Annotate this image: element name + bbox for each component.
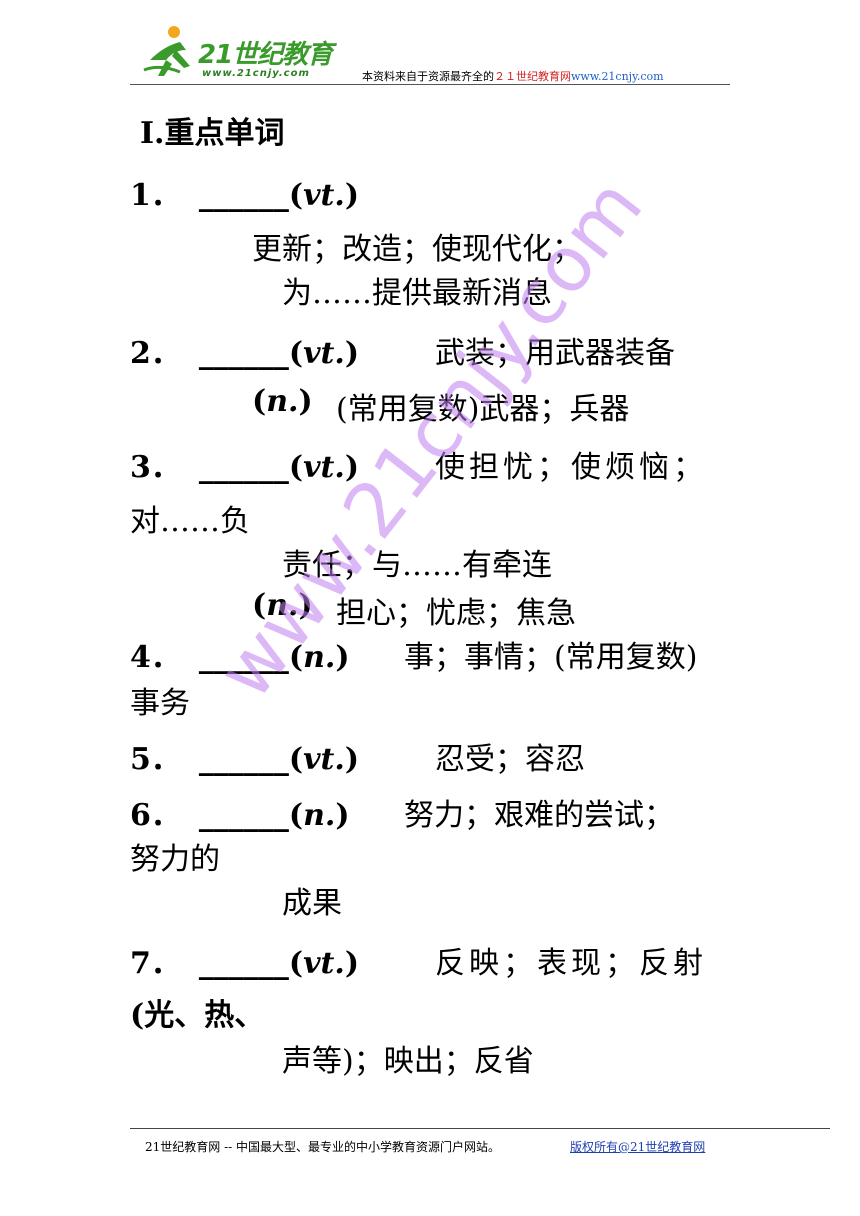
pos-paren: ( (288, 742, 304, 777)
pos-paren: ) (344, 946, 360, 981)
site-logo[interactable]: 21世纪教育 www.21cnjy.com (140, 20, 340, 86)
answer-blank[interactable]: ______ (198, 450, 289, 485)
entry-6-definition: 努力；艰难的尝试； (404, 798, 674, 833)
pos-paren: ) (335, 640, 350, 675)
entry-3-definition: 使担忧；使烦恼； (435, 450, 707, 485)
entry-5-headword: 5． ______(vt.) (130, 734, 359, 778)
pos-paren: ) (344, 178, 360, 213)
pos-paren: ) (335, 798, 350, 833)
header-note-site-link[interactable]: www.21cnjy.com (571, 70, 664, 83)
entry-3-noun-definition: 担心；忧虑；焦急 (336, 596, 576, 631)
page-header: 21世纪教育 www.21cnjy.com 本资料来自于资源最齐全的２１世纪教育… (130, 20, 730, 86)
part-of-speech: n. (303, 798, 336, 833)
runner-logo-icon (143, 26, 190, 76)
header-divider (130, 84, 730, 85)
entry-4-definition: 事；事情；(常用复数) (404, 640, 698, 675)
entry-7-definition-cont: 声等)；映出；反省 (282, 1044, 534, 1079)
pos-paren: ) (344, 336, 360, 371)
part-of-speech: vt. (303, 742, 345, 777)
footer-divider (130, 1128, 830, 1129)
logo-text: 21世纪教育 (198, 40, 333, 70)
part-of-speech: n. (266, 588, 299, 623)
answer-blank[interactable]: ______ (198, 640, 289, 675)
part-of-speech: vt. (303, 450, 345, 485)
part-of-speech: n. (266, 384, 299, 419)
entry-number: 4． (130, 640, 181, 675)
entry-7-definition-wrap: (光、热、 (130, 998, 265, 1033)
section-title: Ⅰ.重点单词 (140, 116, 285, 151)
entry-7-headword: 7． ______(vt.) (130, 938, 359, 982)
pos-paren: ( (288, 336, 304, 371)
header-note: 本资料来自于资源最齐全的２１世纪教育网www.21cnjy.com (362, 68, 664, 84)
part-of-speech: n. (303, 640, 336, 675)
pos-paren: ) (344, 742, 360, 777)
entry-2-noun-pos: (n.) (252, 384, 313, 419)
entry-7-definition: 反映；表现；反射 (435, 946, 707, 981)
entry-number: 6． (130, 798, 181, 833)
part-of-speech: vt. (303, 178, 345, 213)
entry-2-noun-definition: (常用复数)武器；兵器 (336, 392, 630, 427)
entry-4-definition-wrap: 事务 (130, 686, 190, 721)
entry-1-definition-cont: 为……提供最新消息 (282, 276, 552, 311)
entry-3-definition-cont: 责任；与……有牵连 (282, 548, 552, 583)
answer-blank[interactable]: ______ (198, 336, 289, 371)
pos-paren: ( (288, 640, 304, 675)
entry-2-headword: 2． ______(vt.) (130, 328, 359, 372)
entry-3-headword: 3． ______(vt.) (130, 442, 359, 486)
pos-paren: ) (344, 450, 360, 485)
pos-paren: ( (288, 178, 304, 213)
header-note-prefix: 本资料来自于资源最齐全的 (362, 70, 494, 83)
pos-paren: ( (288, 798, 304, 833)
footer-copyright-link[interactable]: 版权所有@21世纪教育网 (570, 1140, 706, 1154)
entry-number: 2． (130, 336, 181, 371)
entry-6-definition-cont: 成果 (282, 886, 342, 921)
part-of-speech: vt. (303, 336, 345, 371)
logo-url: www.21cnjy.com (202, 68, 310, 79)
pos-paren: ( (288, 450, 304, 485)
entry-number: 1． (130, 178, 181, 213)
footer-text: 21世纪教育网 -- 中国最大型、最专业的中小学教育资源门户网站。 (145, 1140, 501, 1154)
entry-5-definition: 忍受；容忍 (435, 742, 585, 777)
answer-blank[interactable]: ______ (198, 798, 289, 833)
entry-1-definition: 更新；改造；使现代化； (252, 232, 582, 267)
entry-2-definition: 武装；用武器装备 (435, 336, 675, 371)
header-note-brand[interactable]: ２１世纪教育网 (494, 70, 571, 83)
entry-3-noun-pos: (n.) (252, 588, 313, 623)
entry-number: 3． (130, 450, 181, 485)
entry-3-definition-wrap: 对……负 (130, 504, 250, 539)
entry-4-headword: 4． ______(n.) (130, 632, 350, 676)
entry-number: 5． (130, 742, 181, 777)
entry-6-definition-wrap: 努力的 (130, 842, 220, 877)
answer-blank[interactable]: ______ (198, 178, 289, 213)
entry-6-headword: 6． ______(n.) (130, 790, 350, 834)
entry-number: 7． (130, 946, 181, 981)
pos-paren: ( (288, 946, 304, 981)
answer-blank[interactable]: ______ (198, 946, 289, 981)
answer-blank[interactable]: ______ (198, 742, 289, 777)
entry-1-headword: 1． ______(vt.) (130, 170, 359, 214)
part-of-speech: vt. (303, 946, 345, 981)
